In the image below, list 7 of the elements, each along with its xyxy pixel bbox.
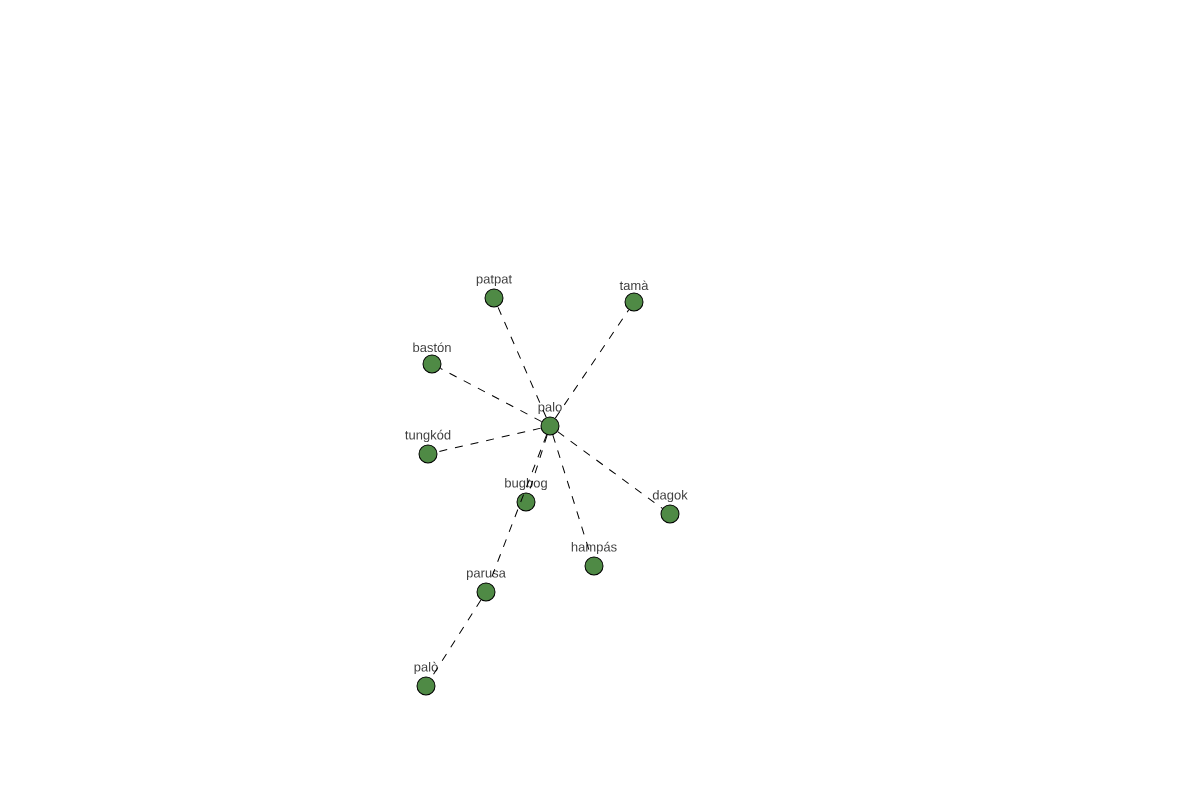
dashed-line <box>528 434 548 494</box>
dashed-line <box>439 367 543 423</box>
dashed-line <box>430 599 482 679</box>
dashed-line <box>557 431 663 509</box>
dashed-line <box>497 306 547 418</box>
dashed-line <box>554 309 630 419</box>
dashed-line <box>436 427 542 453</box>
